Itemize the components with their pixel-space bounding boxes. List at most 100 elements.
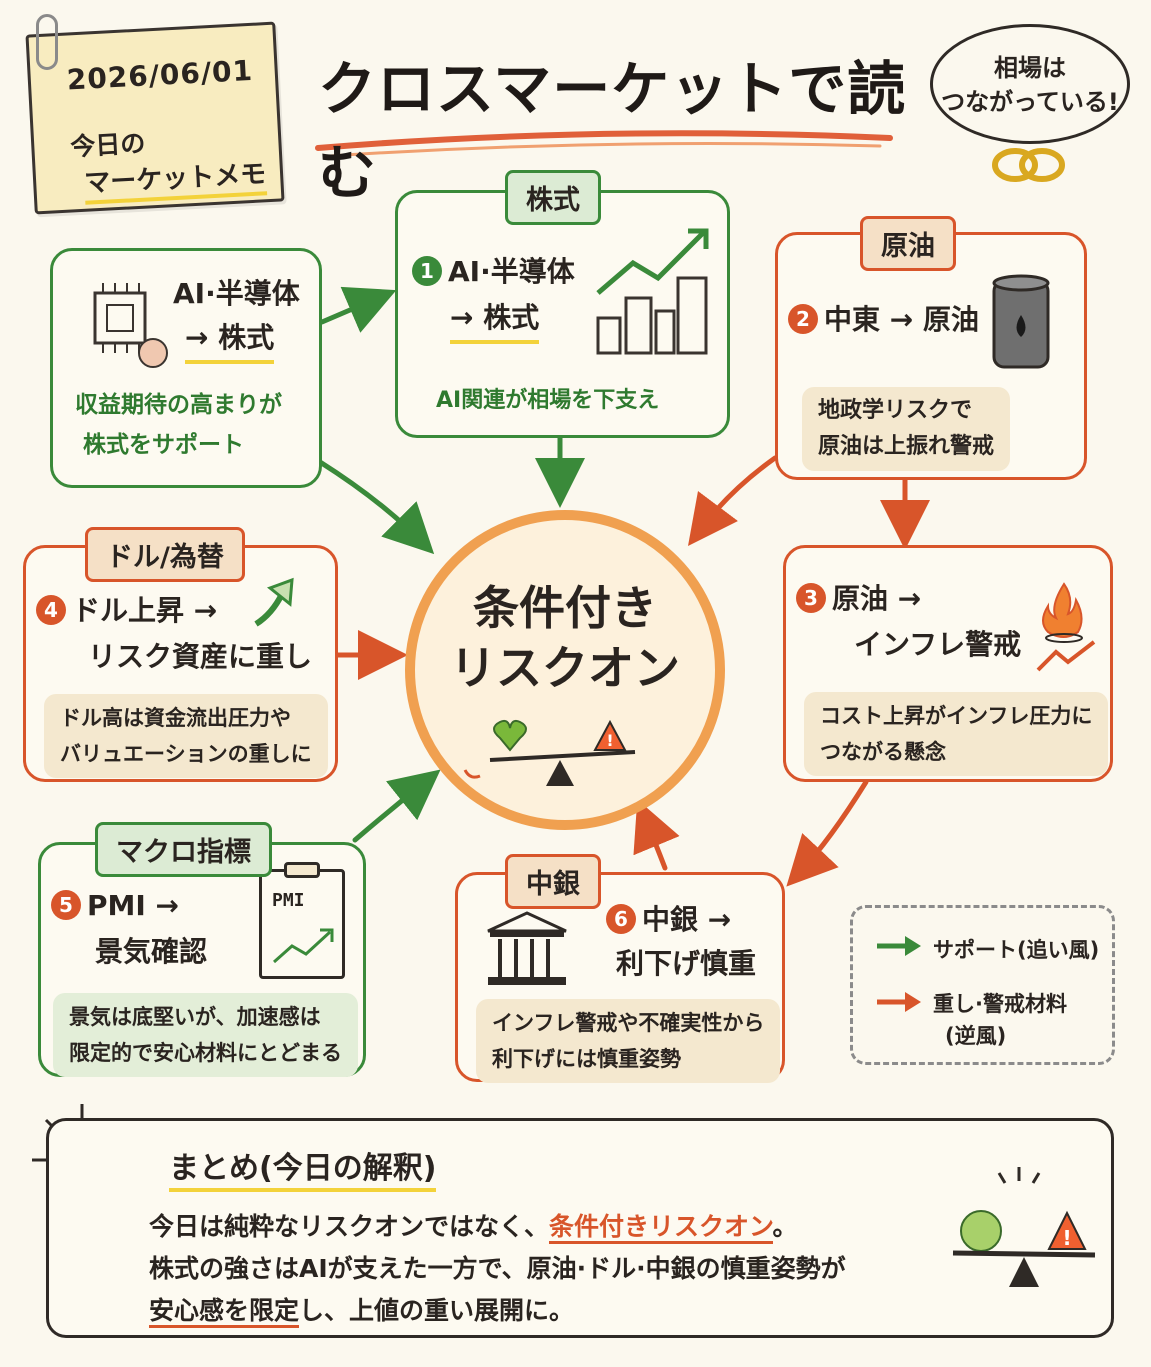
macro-head1-text: PMI →	[87, 889, 180, 922]
center-text: 条件付き リスクオン	[415, 578, 715, 698]
cb-note1: インフレ警戒や不確実性から	[492, 1011, 765, 1035]
stock-head2: → 株式	[450, 297, 540, 344]
stock-tag: 株式	[505, 170, 601, 225]
ai-head2: → 株式	[185, 317, 275, 364]
center-line2: リスクオン	[450, 641, 680, 695]
trend-icon	[273, 928, 334, 964]
memo-line2: マーケットメモ	[83, 153, 268, 205]
pmi-label: PMI	[272, 890, 305, 911]
chip-icon	[93, 283, 168, 368]
arrow-macro-to-center	[352, 769, 441, 843]
summary-line3a: 安心感を限定	[149, 1296, 300, 1328]
pmi-clipboard-icon: PMI	[259, 862, 345, 979]
arrow-ai-to-stock	[319, 286, 397, 333]
balance-scale-icon: !	[463, 719, 636, 786]
oil-head-text: 中東 → 原油	[824, 303, 979, 336]
speech-bubble: 相場は つながっている!	[930, 24, 1130, 144]
macro-note1: 景気は底堅いが、加速感は	[69, 1005, 321, 1029]
ai-head1: AI·半導体	[173, 277, 300, 310]
macro-head2: 景気確認	[95, 935, 208, 968]
stock-number: 1	[412, 256, 442, 286]
summary-line1a: 今日は純粋なリスクオンではなく、	[149, 1212, 550, 1241]
city-growth-icon	[596, 228, 709, 355]
dollar-head1-text: ドル上昇 →	[72, 594, 218, 627]
title-underline-2	[328, 142, 882, 158]
arrow-ai-to-center	[317, 459, 435, 555]
macro-note2: 限定的で安心材料にとどまる	[69, 1041, 342, 1065]
dollar-note2: バリュエーションの重しに	[60, 742, 312, 766]
dollar-head2: リスク資産に重し	[88, 640, 313, 673]
macro-note: 景気は底堅いが、加速感は 限定的で安心材料にとどまる	[53, 993, 358, 1077]
oil-number: 2	[788, 304, 818, 334]
stock-head1-text: AI·半導体	[448, 255, 575, 288]
title-underline	[315, 130, 893, 151]
oil-note: 地政学リスクで 原油は上振れ警戒	[802, 387, 1011, 471]
center-conclusion-circle: 条件付き リスクオン !	[405, 510, 725, 830]
inflation-head1-text: 原油 →	[832, 582, 922, 615]
legend-support: サポート(追い風)	[933, 938, 1100, 962]
cb-head1-text: 中銀 →	[642, 903, 732, 936]
arrow-oil-to-center	[687, 455, 778, 546]
arrow-inflation-to-cb	[786, 779, 869, 887]
legend: サポート(追い風) 重し·警戒材料 (逆風)	[850, 905, 1115, 1065]
legend-weight2: (逆風)	[945, 1024, 1007, 1048]
fire-rising-icon	[1036, 582, 1096, 672]
cb-tag: 中銀	[505, 854, 601, 909]
svg-text:!: !	[606, 731, 613, 750]
oil-note2: 原油は上振れ警戒	[818, 434, 995, 459]
legend-weight1: 重し·警戒材料	[933, 992, 1067, 1016]
cb-head2: 利下げ慎重	[616, 947, 757, 980]
bubble-line2: つながっている!	[941, 88, 1119, 116]
ai-note2: 株式をサポート	[83, 432, 244, 458]
summary-line1c: 。	[772, 1212, 798, 1241]
dollar-note1: ドル高は資金流出圧力や	[60, 706, 291, 730]
inflation-note2: つながる懸念	[820, 740, 946, 764]
summary-balance-icon: !	[952, 1167, 1096, 1287]
arrow-cb-to-center	[633, 799, 680, 871]
memo-line1: 今日の	[69, 128, 147, 162]
inflation-note1: コスト上昇がインフレ圧力に	[820, 704, 1093, 728]
up-arrow-icon	[254, 577, 294, 627]
bank-building-icon	[487, 911, 567, 985]
stock-note: AI関連が相場を下支え	[436, 388, 660, 413]
summary-line1b: 条件付きリスクオン	[549, 1212, 773, 1244]
memo-date: 2026/06/01	[66, 53, 254, 97]
oil-note1: 地政学リスクで	[818, 398, 973, 423]
inflation-head2: インフレ警戒	[854, 628, 1022, 661]
summary-box: まとめ(今日の解釈) 今日は純粋なリスクオンではなく、条件付きリスクオン。 株式…	[46, 1118, 1114, 1338]
summary-line1: 今日は純粋なリスクオンではなく、条件付きリスクオン。	[149, 1207, 798, 1244]
legend-orange-arrow-icon	[877, 992, 921, 1012]
dollar-tag: ドル/為替	[85, 527, 245, 582]
cb-number: 6	[606, 904, 636, 934]
chain-link-icon	[992, 148, 1065, 182]
bubble-line1: 相場は	[994, 54, 1066, 82]
dollar-number: 4	[36, 595, 66, 625]
legend-green-arrow-icon	[877, 936, 921, 956]
macro-tag: マクロ指標	[95, 822, 272, 877]
paperclip-icon	[36, 14, 58, 70]
inflation-note: コスト上昇がインフレ圧力に つながる懸念	[804, 692, 1109, 776]
summary-line2: 株式の強さはAIが支えた一方で、原油·ドル·中銀の慎重姿勢が	[149, 1254, 846, 1283]
memo-note: 2026/06/01 今日の マーケットメモ	[25, 21, 285, 215]
oil-barrel-icon	[992, 274, 1050, 369]
svg-text:!: !	[1062, 1226, 1071, 1250]
cb-note2: 利下げには慎重姿勢	[492, 1047, 681, 1071]
center-line1: 条件付き	[473, 581, 657, 635]
oil-tag: 原油	[860, 216, 956, 271]
page-title: クロスマーケットで読む	[318, 55, 907, 207]
summary-line3b: し、上値の重い展開に。	[299, 1296, 575, 1325]
ai-note1: 収益期待の高まりが	[75, 392, 282, 418]
macro-number: 5	[51, 890, 81, 920]
summary-title: まとめ(今日の解釈)	[169, 1143, 437, 1192]
summary-line3: 安心感を限定し、上値の重い展開に。	[149, 1291, 575, 1328]
